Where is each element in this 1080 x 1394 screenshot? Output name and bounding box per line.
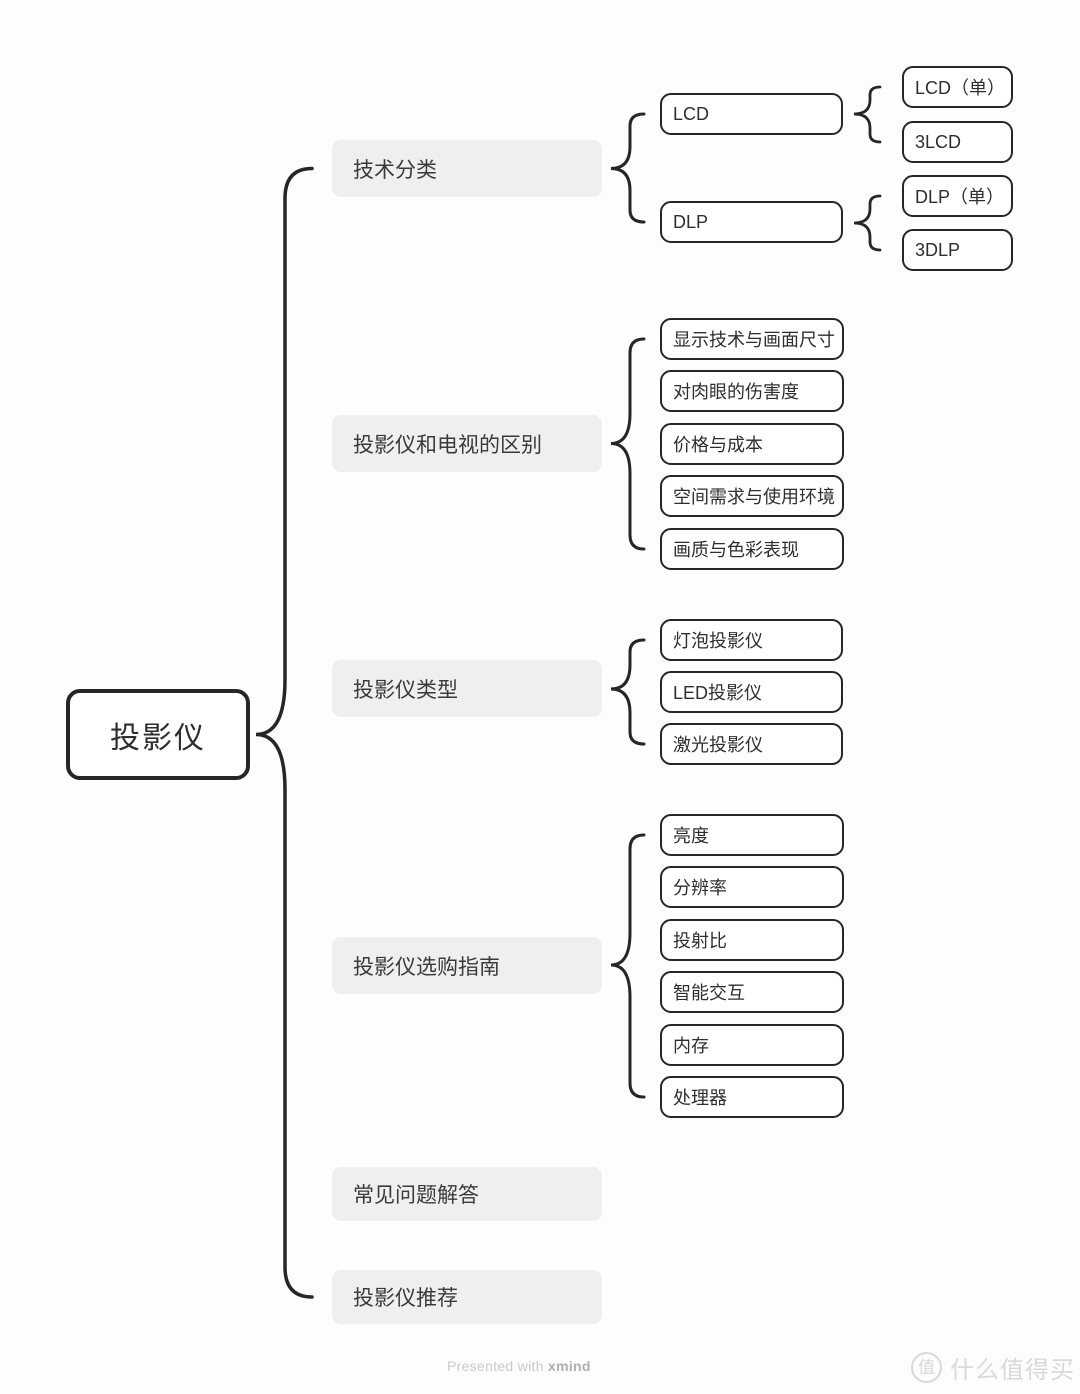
subtopic-space-environment[interactable]: 空间需求与使用环境 xyxy=(660,475,844,517)
main-topic-tech-classification[interactable]: 技术分类 xyxy=(332,140,602,197)
subtopic-smart-interaction[interactable]: 智能交互 xyxy=(660,971,844,1013)
subtopic-lcd-single[interactable]: LCD（单） xyxy=(902,66,1013,108)
subtopic-picture-color[interactable]: 画质与色彩表现 xyxy=(660,528,844,570)
topic-label: 激光投影仪 xyxy=(673,735,763,755)
subtopic-led-projector[interactable]: LED投影仪 xyxy=(660,671,843,713)
topic-label: LED投影仪 xyxy=(673,683,763,703)
topic-label: 技术分类 xyxy=(353,158,437,182)
topic-label: 灯泡投影仪 xyxy=(673,631,763,651)
topic-label: 对肉眼的伤害度 xyxy=(673,382,799,402)
topic-label: 画质与色彩表现 xyxy=(673,540,799,560)
smzdm-watermark: 值 什么值得买 xyxy=(911,1350,1075,1385)
topic-label: 亮度 xyxy=(673,826,709,846)
central-topic-label: 投影仪 xyxy=(110,721,206,755)
topic-label: DLP xyxy=(673,211,709,232)
subtopic-display-tech-size[interactable]: 显示技术与画面尺寸 xyxy=(660,318,844,360)
topic-label: 投射比 xyxy=(673,931,727,951)
topic-label: 价格与成本 xyxy=(673,435,763,455)
xmind-brand: xmind xyxy=(548,1358,591,1374)
subtopic-processor[interactable]: 处理器 xyxy=(660,1076,844,1118)
topic-label: 常见问题解答 xyxy=(353,1184,479,1207)
topic-label: 空间需求与使用环境 xyxy=(673,487,835,507)
subtopic-resolution[interactable]: 分辨率 xyxy=(660,866,844,908)
brace-dlp xyxy=(853,194,882,252)
brace-vs-tv xyxy=(610,337,646,551)
main-topic-projector-vs-tv[interactable]: 投影仪和电视的区别 xyxy=(332,415,602,472)
main-topic-recommendations[interactable]: 投影仪推荐 xyxy=(332,1270,602,1324)
subtopic-memory[interactable]: 内存 xyxy=(660,1024,844,1066)
topic-label: 投影仪选购指南 xyxy=(353,955,500,979)
topic-label: 智能交互 xyxy=(673,983,745,1003)
topic-label: LCD xyxy=(673,103,710,124)
subtopic-laser-projector[interactable]: 激光投影仪 xyxy=(660,723,843,765)
brace-lcd xyxy=(853,85,882,144)
topic-label: 处理器 xyxy=(673,1088,727,1108)
central-topic[interactable]: 投影仪 xyxy=(66,689,250,780)
main-topic-faq[interactable]: 常见问题解答 xyxy=(332,1167,602,1221)
topic-label: 显示技术与画面尺寸 xyxy=(673,330,835,350)
subtopic-throw-ratio[interactable]: 投射比 xyxy=(660,919,844,961)
topic-label: 分辨率 xyxy=(673,878,727,898)
xmind-credit-prefix: Presented with xyxy=(447,1358,548,1374)
subtopic-lcd[interactable]: LCD xyxy=(660,93,843,135)
brace-types xyxy=(610,638,646,746)
subtopic-3dlp[interactable]: 3DLP xyxy=(902,229,1013,271)
smzdm-watermark-text: 什么值得买 xyxy=(950,1357,1075,1384)
main-topic-projector-types[interactable]: 投影仪类型 xyxy=(332,660,602,717)
subtopic-lamp-projector[interactable]: 灯泡投影仪 xyxy=(660,619,843,661)
topic-label: 投影仪和电视的区别 xyxy=(353,433,542,457)
xmind-credit: Presented with xmind xyxy=(447,1358,591,1374)
brace-tech xyxy=(610,112,646,224)
main-topic-buying-guide[interactable]: 投影仪选购指南 xyxy=(332,937,602,994)
topic-label: LCD（单） xyxy=(915,78,1006,98)
topic-label: 3DLP xyxy=(915,239,961,260)
topic-label: 投影仪类型 xyxy=(353,678,458,702)
subtopic-price-cost[interactable]: 价格与成本 xyxy=(660,423,844,465)
brace-guide xyxy=(610,833,646,1099)
topic-label: DLP（单） xyxy=(915,187,1005,207)
topic-label: 3LCD xyxy=(915,131,962,152)
subtopic-3lcd[interactable]: 3LCD xyxy=(902,121,1013,163)
subtopic-dlp[interactable]: DLP xyxy=(660,201,843,243)
subtopic-dlp-single[interactable]: DLP（单） xyxy=(902,175,1013,217)
topic-label: 投影仪推荐 xyxy=(353,1287,458,1310)
brace-root xyxy=(255,166,314,1299)
subtopic-eye-harm[interactable]: 对肉眼的伤害度 xyxy=(660,370,844,412)
subtopic-brightness[interactable]: 亮度 xyxy=(660,814,844,856)
topic-label: 内存 xyxy=(673,1036,709,1056)
smzdm-logo-icon: 值 xyxy=(911,1352,942,1383)
